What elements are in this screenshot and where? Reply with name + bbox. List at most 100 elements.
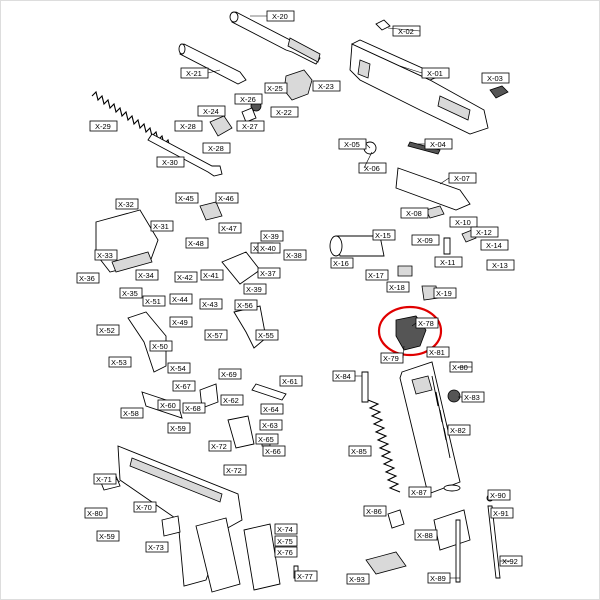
svg-text:X-19: X-19: [436, 289, 452, 298]
svg-text:X-28: X-28: [208, 144, 224, 153]
svg-text:X-64: X-64: [263, 405, 279, 414]
svg-text:X-04: X-04: [430, 140, 446, 149]
part-label: X-68: [182, 402, 206, 414]
part-label: X-60: [157, 399, 181, 411]
part-label: X-79: [380, 352, 404, 364]
part-label: X-58: [120, 407, 144, 419]
svg-text:X-62: X-62: [223, 396, 239, 405]
part-label: X-09: [411, 234, 440, 246]
svg-text:X-89: X-89: [430, 574, 446, 583]
part-label: X-64: [260, 403, 284, 415]
svg-text:X-93: X-93: [349, 575, 365, 584]
part-label: X-86: [363, 505, 387, 517]
svg-text:X-42: X-42: [177, 273, 193, 282]
svg-text:X-29: X-29: [95, 122, 111, 131]
part-label: X-54: [167, 362, 191, 374]
svg-text:X-72: X-72: [211, 442, 227, 451]
svg-text:X-53: X-53: [111, 358, 127, 367]
part-label: X-20: [266, 10, 295, 22]
svg-text:X-78: X-78: [418, 319, 434, 328]
part-label: X-59: [167, 422, 191, 434]
svg-text:X-15: X-15: [375, 231, 391, 240]
part-label: X-76: [274, 546, 298, 558]
svg-text:X-13: X-13: [492, 261, 508, 270]
svg-text:X-24: X-24: [203, 107, 219, 116]
part-label: X-06: [358, 162, 387, 174]
part-label: X-93: [346, 573, 370, 585]
part-label: X-91: [490, 507, 514, 519]
part-label: X-22: [270, 106, 299, 118]
part-label: X-39: [243, 283, 267, 295]
svg-text:X-32: X-32: [118, 200, 134, 209]
part-label: X-51: [142, 295, 166, 307]
guide-rod-part: [147, 133, 223, 177]
blowback-part: [329, 235, 439, 301]
part-label: X-83: [461, 391, 485, 403]
grip-panel-part: [99, 475, 299, 593]
svg-text:X-14: X-14: [486, 241, 502, 250]
svg-text:X-08: X-08: [406, 209, 422, 218]
svg-text:X-43: X-43: [202, 300, 218, 309]
part-label: X-56: [234, 299, 258, 311]
svg-text:X-74: X-74: [277, 525, 293, 534]
svg-text:X-25: X-25: [267, 84, 283, 93]
svg-text:X-48: X-48: [188, 239, 204, 248]
svg-text:X-20: X-20: [272, 12, 288, 21]
svg-text:X-36: X-36: [79, 274, 95, 283]
part-label: X-41: [200, 269, 224, 281]
part-label: X-12: [470, 226, 499, 238]
part-label: X-44: [169, 293, 193, 305]
svg-text:X-02: X-02: [398, 27, 414, 36]
part-label: X-67: [172, 380, 196, 392]
part-label: X-21: [180, 67, 209, 79]
part-label: X-55: [255, 329, 279, 341]
svg-text:X-68: X-68: [185, 404, 201, 413]
part-label: X-45: [175, 192, 199, 204]
svg-text:X-45: X-45: [178, 194, 194, 203]
magazine-base-part: [365, 484, 471, 575]
svg-text:X-16: X-16: [333, 259, 349, 268]
part-label: X-30: [156, 156, 185, 168]
part-label: X-36: [76, 272, 100, 284]
svg-text:X-05: X-05: [344, 140, 360, 149]
svg-text:X-26: X-26: [240, 95, 256, 104]
svg-text:X-31: X-31: [153, 222, 169, 231]
svg-text:X-86: X-86: [366, 507, 382, 516]
part-label: X-75: [274, 535, 298, 547]
svg-text:X-39: X-39: [263, 232, 279, 241]
part-label: X-01: [421, 67, 450, 79]
svg-text:X-18: X-18: [389, 283, 405, 292]
part-label: X-70: [133, 501, 157, 513]
svg-text:X-84: X-84: [335, 372, 351, 381]
svg-text:X-61: X-61: [282, 377, 298, 386]
svg-text:X-47: X-47: [221, 224, 237, 233]
svg-text:X-06: X-06: [364, 164, 380, 173]
svg-text:X-90: X-90: [490, 491, 506, 500]
svg-text:X-33: X-33: [97, 251, 113, 260]
part-label: X-05: [338, 138, 367, 150]
part-label: X-03: [481, 72, 510, 84]
part-label: X-04: [424, 138, 453, 150]
svg-text:X-79: X-79: [383, 354, 399, 363]
part-label: X-46: [215, 192, 239, 204]
svg-text:X-73: X-73: [148, 543, 164, 552]
svg-text:X-11: X-11: [440, 258, 455, 267]
part-label: X-73: [145, 541, 169, 553]
svg-text:X-34: X-34: [138, 271, 154, 280]
svg-text:X-40: X-40: [260, 244, 276, 253]
part-label: X-65: [255, 433, 279, 445]
part-label: X-33: [94, 249, 118, 261]
label-group: X-20 X-21 X-26 X-25 X-23 X-24 X-27 X-22 …: [76, 10, 523, 585]
svg-text:X-66: X-66: [265, 447, 281, 456]
svg-text:X-28: X-28: [180, 122, 196, 131]
part-label: X-10: [449, 216, 478, 228]
svg-text:X-52: X-52: [99, 326, 115, 335]
part-label: X-71: [93, 473, 117, 485]
svg-text:X-75: X-75: [277, 537, 293, 546]
svg-text:X-59: X-59: [170, 424, 186, 433]
part-label: X-62: [220, 394, 244, 406]
svg-text:X-88: X-88: [417, 531, 433, 540]
part-label: X-35: [119, 287, 143, 299]
svg-text:X-07: X-07: [454, 174, 470, 183]
